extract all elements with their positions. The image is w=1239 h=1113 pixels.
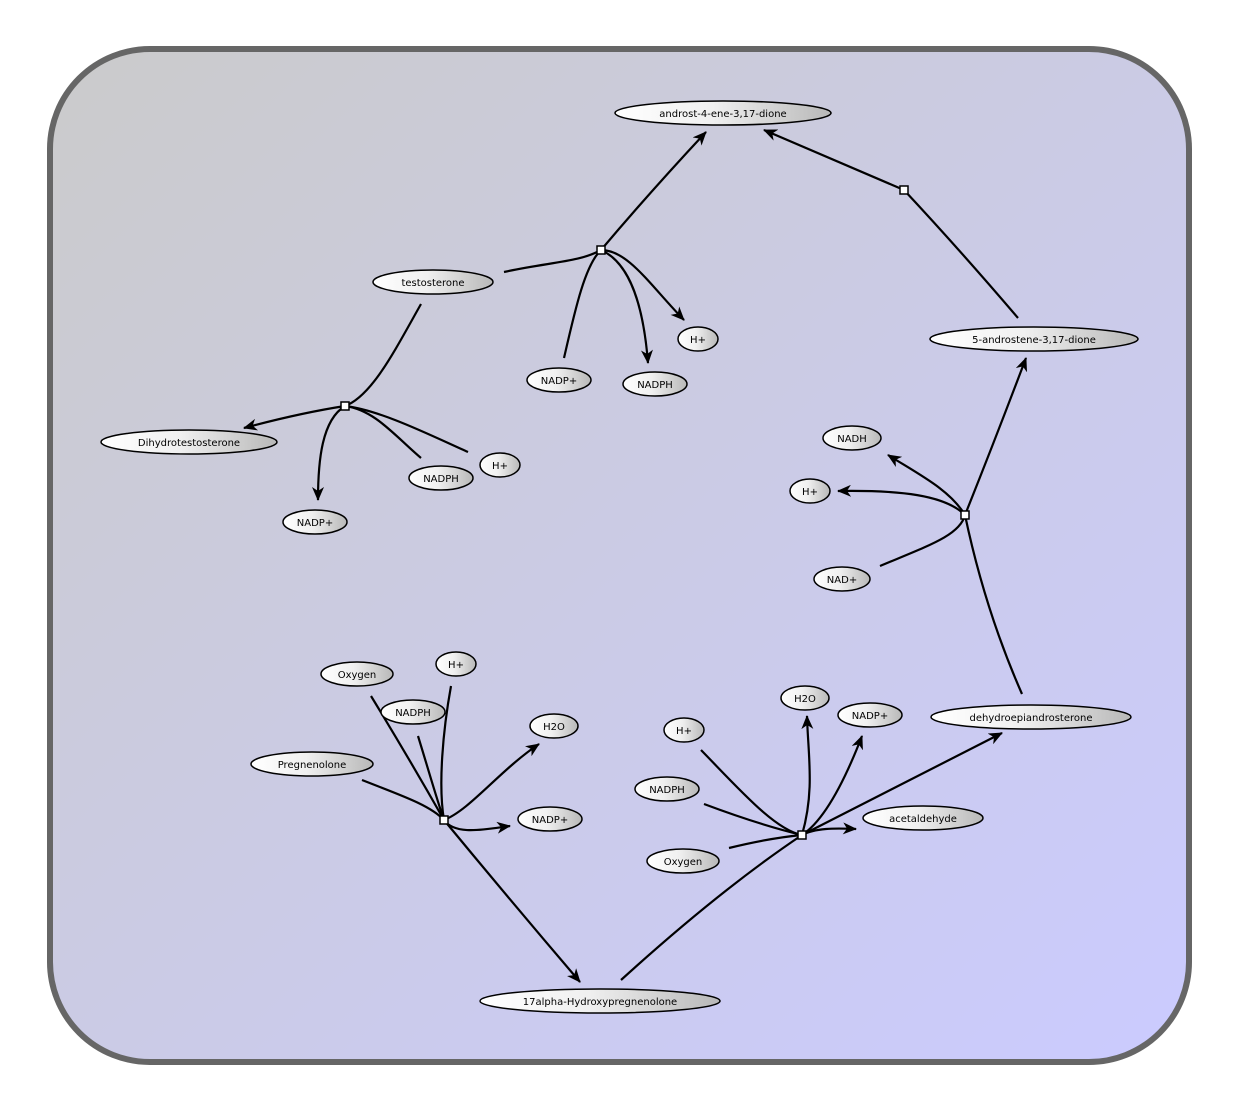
- node-label: androst-4-ene-3,17-dione: [659, 109, 786, 120]
- edge: [703, 802, 803, 837]
- edge: [370, 695, 445, 821]
- node-label: H+: [802, 487, 818, 498]
- node-label: Oxygen: [664, 857, 703, 868]
- node-pregnenolone[interactable]: Pregnenolone: [250, 751, 374, 777]
- node-nadph-top[interactable]: NADPH: [622, 371, 688, 397]
- reaction-node[interactable]: [899, 185, 909, 195]
- reaction-node[interactable]: [596, 245, 606, 255]
- node-label: NADPH: [395, 708, 431, 719]
- node-h-plus-left[interactable]: H+: [479, 452, 521, 478]
- edge: [440, 685, 453, 821]
- node-acetaldehyde[interactable]: acetaldehyde: [862, 805, 984, 831]
- edge: [312, 405, 346, 501]
- node-label: H+: [676, 726, 692, 737]
- reaction-node[interactable]: [439, 815, 449, 825]
- node-label: NADPH: [423, 474, 459, 485]
- node-nadph-bottom-left[interactable]: NADPH: [380, 699, 446, 725]
- edge: [887, 454, 966, 516]
- node-label: NADP+: [541, 376, 577, 387]
- node-oxygen-left[interactable]: Oxygen: [320, 661, 394, 687]
- edge: [800, 715, 814, 836]
- edge: [801, 732, 1003, 836]
- node-label: H2O: [543, 722, 565, 733]
- node-dihydrotestosterone[interactable]: Dihydrotestosterone: [100, 429, 278, 455]
- reaction-node[interactable]: [340, 401, 350, 411]
- edge: [503, 249, 602, 274]
- node-label: Pregnenolone: [278, 760, 347, 771]
- node-h-plus-top[interactable]: H+: [677, 326, 719, 352]
- node-nadp-plus-left[interactable]: NADP+: [282, 509, 348, 535]
- edge: [879, 514, 967, 568]
- node-nadph-left[interactable]: NADPH: [408, 465, 474, 491]
- edge: [600, 131, 707, 251]
- node-oxygen-right[interactable]: Oxygen: [646, 848, 720, 874]
- node-h-plus-right[interactable]: H+: [789, 478, 831, 504]
- node-h2o-right[interactable]: H2O: [780, 685, 830, 711]
- node-label: NADPH: [649, 785, 685, 796]
- edge: [443, 743, 540, 822]
- edge: [801, 735, 864, 836]
- edge: [620, 834, 803, 981]
- node-label: 17alpha-Hydroxypregnenolone: [523, 997, 677, 1008]
- node-label: H2O: [794, 694, 816, 705]
- node-nadp-plus-top[interactable]: NADP+: [526, 367, 592, 393]
- edge: [416, 735, 446, 821]
- node-label: NADPH: [637, 380, 673, 391]
- edge: [903, 189, 1019, 319]
- edge: [562, 249, 602, 359]
- reaction-node[interactable]: [797, 830, 807, 840]
- node-label: Dihydrotestosterone: [138, 438, 240, 449]
- edge: [963, 514, 1024, 695]
- node-nad-plus[interactable]: NAD+: [813, 566, 871, 592]
- edge: [837, 484, 966, 516]
- edge: [243, 404, 346, 431]
- node-5-androstene-dione[interactable]: 5-androstene-3,17-dione: [929, 326, 1139, 352]
- edges: [243, 128, 1028, 983]
- node-nadph-bottom-right[interactable]: NADPH: [634, 776, 700, 802]
- node-label: H+: [690, 335, 706, 346]
- node-dehydroepiandrosterone[interactable]: dehydroepiandrosterone: [930, 704, 1132, 730]
- node-label: 5-androstene-3,17-dione: [972, 335, 1096, 346]
- node-nadp-plus-bottom-left[interactable]: NADP+: [517, 806, 583, 832]
- edge: [728, 833, 803, 850]
- node-label: NADP+: [852, 711, 888, 722]
- node-label: dehydroepiandrosterone: [970, 713, 1093, 724]
- reaction-nodes: [340, 185, 970, 840]
- node-label: NADP+: [297, 518, 333, 529]
- edge: [600, 248, 653, 364]
- node-label: NAD+: [827, 575, 857, 586]
- diagram-frame: [47, 46, 1192, 1065]
- node-label: testosterone: [401, 278, 464, 289]
- edge: [344, 404, 469, 454]
- node-hydroxypregnenolone[interactable]: 17alpha-Hydroxypregnenolone: [479, 988, 721, 1014]
- node-label: H+: [448, 660, 464, 671]
- node-nadp-plus-bottom-right[interactable]: NADP+: [837, 702, 903, 728]
- node-androstenedione[interactable]: androst-4-ene-3,17-dione: [614, 100, 832, 126]
- node-label: Oxygen: [338, 670, 377, 681]
- reaction-node[interactable]: [960, 510, 970, 520]
- node-label: acetaldehyde: [889, 814, 957, 825]
- node-h-plus-bottom-left[interactable]: H+: [435, 651, 477, 677]
- node-label: H+: [492, 461, 508, 472]
- node-h2o-left[interactable]: H2O: [529, 713, 579, 739]
- node-label: NADH: [837, 434, 867, 445]
- node-h-plus-bottom-right[interactable]: H+: [663, 717, 705, 743]
- node-nadh[interactable]: NADH: [822, 425, 882, 451]
- edge: [963, 357, 1028, 516]
- edge: [344, 303, 422, 408]
- edge: [763, 128, 905, 192]
- edge: [600, 248, 685, 321]
- node-testosterone[interactable]: testosterone: [372, 269, 494, 295]
- species-nodes: androst-4-ene-3,17-dione testosterone H+…: [100, 100, 1139, 1014]
- node-label: NADP+: [532, 815, 568, 826]
- edge: [443, 819, 581, 983]
